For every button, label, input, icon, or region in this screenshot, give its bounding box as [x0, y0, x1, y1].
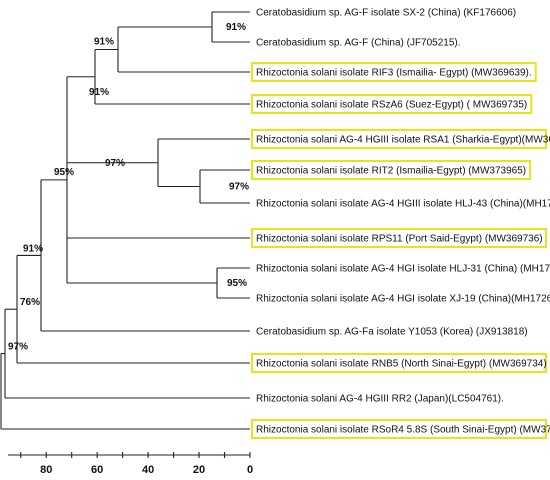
scale-tick-label: 20 — [193, 464, 205, 476]
taxon-label-sx2: Ceratobasidium sp. AG-F isolate SX-2 (Ch… — [256, 8, 516, 19]
highlight-box-rsa1 — [251, 129, 547, 149]
highlight-box-rif3 — [251, 62, 537, 82]
bootstrap-with-rr2: 97% — [8, 342, 28, 353]
tree-branches — [0, 11, 250, 430]
highlight-box-rsza6 — [251, 94, 533, 114]
taxon-label-rps11: Rhizoctonia solani isolate RPS11 (Port S… — [256, 234, 543, 245]
scale-tick-label: 0 — [247, 464, 253, 476]
taxon-label-xj19: Rhizoctonia solani isolate AG-4 HGI isol… — [256, 294, 550, 305]
taxon-label-rnb5: Rhizoctonia solani isolate RNB5 (North S… — [256, 359, 547, 370]
scale-tick-label: 40 — [142, 464, 154, 476]
taxon-label-hlj31: Rhizoctonia solani isolate AG-4 HGI isol… — [256, 264, 550, 275]
taxon-label-rsor4: Rhizoctonia solani isolate RSoR4 5.8S (S… — [256, 425, 550, 436]
bootstrap-with-y1053: 91% — [23, 243, 43, 254]
highlight-box-rnb5 — [251, 353, 547, 373]
scale-tick-label: 80 — [40, 464, 52, 476]
scale-bar: 80 60 40 20 0 — [8, 452, 253, 476]
bootstrap-rsa1-group: 97% — [105, 158, 125, 169]
scale-tick-label: 60 — [91, 464, 103, 476]
taxon-label-rsza6: Rhizoctonia solani isolate RSzA6 (Suez-E… — [256, 100, 527, 111]
bootstrap-sx2-agf: 91% — [226, 22, 246, 33]
bootstrap-ceratobasidium-rif3: 91% — [94, 37, 114, 48]
tip-labels: Ceratobasidium sp. AG-F isolate SX-2 (Ch… — [256, 8, 550, 436]
taxon-label-rif3: Rhizoctonia solani isolate RIF3 (Ismaili… — [256, 68, 532, 79]
taxon-label-rr2: Rhizoctonia solani AG-4 HGIII RR2 (Japan… — [256, 394, 504, 405]
highlight-box-rsor4 — [251, 419, 547, 439]
bootstrap-hlj31-xj19: 95% — [227, 278, 247, 289]
highlight-boxes — [251, 62, 547, 439]
taxon-label-hlj43: Rhizoctonia solani isolate AG-4 HGIII is… — [256, 199, 550, 210]
taxon-label-rit2: Rhizoctonia solani isolate RIT2 (Ismaili… — [256, 166, 526, 177]
bootstrap-major-clade: 95% — [54, 167, 74, 178]
taxon-label-rsa1: Rhizoctonia solani AG-4 HGIII isolate RS… — [256, 135, 550, 146]
bootstrap-with-rnb5: 76% — [20, 297, 40, 308]
highlight-box-rps11 — [251, 228, 547, 248]
bootstrap-rit2-hlj43: 97% — [229, 182, 249, 193]
bootstrap-values: 91% 91% 91% 95% 97% 97% 95% 91% 76% 97% — [8, 22, 249, 353]
taxon-label-y1053: Ceratobasidium sp. AG-Fa isolate Y1053 (… — [256, 327, 528, 338]
bootstrap-with-rsza6: 91% — [89, 87, 109, 98]
taxon-label-agf: Ceratobasidium sp. AG-F (China) (JF70521… — [256, 38, 461, 49]
highlight-box-rit2 — [251, 160, 532, 180]
